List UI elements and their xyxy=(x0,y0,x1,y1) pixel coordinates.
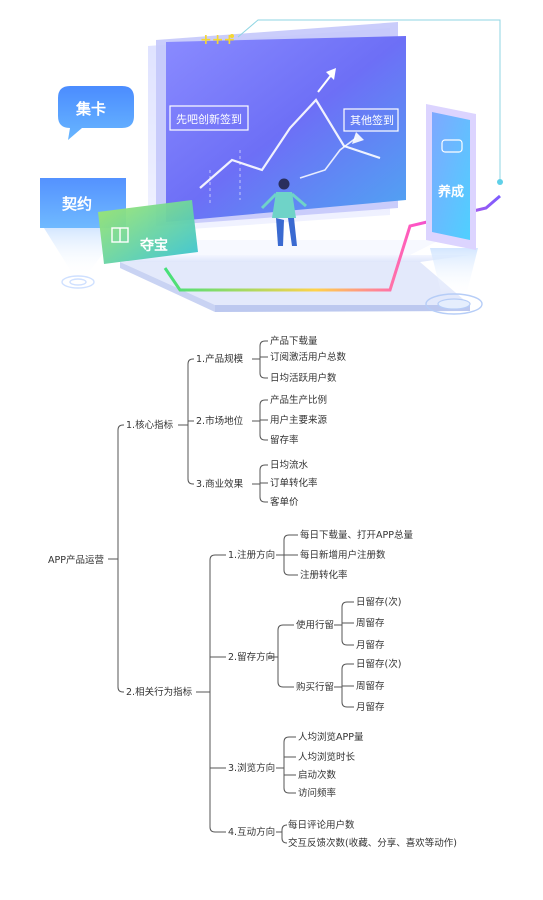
leaf-visit-frequency: 访问频率 xyxy=(298,787,337,799)
leaf-product-downloads: 产品下载量 xyxy=(270,335,318,347)
leaf-daily-revenue: 日均流水 xyxy=(270,459,309,471)
hero-illustration: 先吧创新签到 其他签到 +++ 集卡 契约 夺宝 xyxy=(40,19,503,315)
collect-card-label: 集卡 xyxy=(75,100,106,118)
leaf-registration-conversion: 注册转化率 xyxy=(300,569,348,581)
connector-browsing xyxy=(276,736,296,794)
leaf-purchase-weekly: 周留存 xyxy=(356,680,385,692)
connector-product-scale xyxy=(252,340,268,379)
signin-label-box xyxy=(169,105,249,131)
node-browsing: 3.浏览方向 xyxy=(228,762,275,774)
connector-root xyxy=(108,424,124,693)
leaf-order-conversion: 订单转化率 xyxy=(270,477,318,489)
collect-card-bubble: 集卡 xyxy=(58,86,134,140)
other-signin-label: 其他签到 xyxy=(350,113,394,127)
sparkle-icon: +++ xyxy=(200,32,235,48)
connector-usage-retention xyxy=(334,601,354,646)
root-node: APP产品运营 xyxy=(48,554,104,566)
connector-purchase-retention xyxy=(334,663,354,708)
chat-icon xyxy=(441,139,463,153)
leaf-production-ratio: 产品生产比例 xyxy=(270,394,327,406)
connector-registration xyxy=(276,534,298,576)
other-signin-label-box xyxy=(343,108,399,132)
leaf-daily-commenters: 每日评论用户数 xyxy=(288,819,355,831)
leaf-activated-users: 订阅激活用户总数 xyxy=(270,351,347,363)
node-purchase-retention: 购买行留 xyxy=(296,681,334,693)
leaf-launch-count: 启动次数 xyxy=(298,769,337,781)
signin-label: 先吧创新签到 xyxy=(176,112,242,126)
leaf-avg-browse-time: 人均浏览时长 xyxy=(298,751,356,763)
person-figure xyxy=(260,178,307,246)
connector-retention xyxy=(268,624,294,688)
leaf-new-registrations: 每日新增用户注册数 xyxy=(300,549,386,561)
leaf-purchase-daily: 日留存(次) xyxy=(356,658,401,670)
connector-market-position xyxy=(252,399,268,441)
leaf-daily-active: 日均活跃用户数 xyxy=(270,372,337,384)
connector-interaction xyxy=(276,824,288,844)
branch-behavior-metrics: 2.相关行为指标 xyxy=(126,686,193,698)
leaf-feedback-count: 交互反馈次数(收藏、分享、喜欢等动作) xyxy=(288,837,457,849)
leaf-usage-daily: 日留存(次) xyxy=(356,596,401,608)
leaf-purchase-monthly: 月留存 xyxy=(356,701,385,713)
node-registration: 1.注册方向 xyxy=(228,549,275,561)
connector-lines xyxy=(108,340,354,844)
node-market-position: 2.市场地位 xyxy=(196,415,244,427)
connector-business-effect xyxy=(252,464,268,503)
leaf-retention-rate: 留存率 xyxy=(270,434,299,446)
neon-path xyxy=(163,194,501,292)
leaf-usage-monthly: 月留存 xyxy=(356,639,385,651)
leaf-avg-browse-volume: 人均浏览APP量 xyxy=(298,731,364,743)
phone-device: 养成 xyxy=(425,104,483,315)
node-usage-retention: 使用行留 xyxy=(296,619,334,631)
node-retention: 2.留存方向 xyxy=(228,651,275,663)
node-interaction: 4.互动方向 xyxy=(228,826,275,838)
connector-behavior-metrics xyxy=(196,554,226,833)
node-product-scale: 1.产品规模 xyxy=(196,353,244,365)
main-screen: 先吧创新签到 其他签到 xyxy=(166,36,406,222)
treasure-card: 夺宝 xyxy=(98,200,198,264)
svg-text:+++: +++ xyxy=(200,32,235,48)
contract-card-label: 契约 xyxy=(61,195,92,213)
leaf-avg-order-value: 客单价 xyxy=(270,496,299,508)
node-business-effect: 3.商业效果 xyxy=(196,478,244,490)
leaf-user-source: 用户主要来源 xyxy=(270,414,328,426)
phone-label: 养成 xyxy=(437,184,464,200)
branch-core-metrics: 1.核心指标 xyxy=(126,419,174,431)
connector-core-metrics xyxy=(178,358,194,485)
connector-line-top xyxy=(237,19,501,180)
laptop-base xyxy=(120,240,470,312)
leaf-daily-downloads-opens: 每日下载量、打开APP总量 xyxy=(300,529,413,541)
treasure-card-label: 夺宝 xyxy=(139,237,168,254)
leaf-usage-weekly: 周留存 xyxy=(356,617,385,629)
